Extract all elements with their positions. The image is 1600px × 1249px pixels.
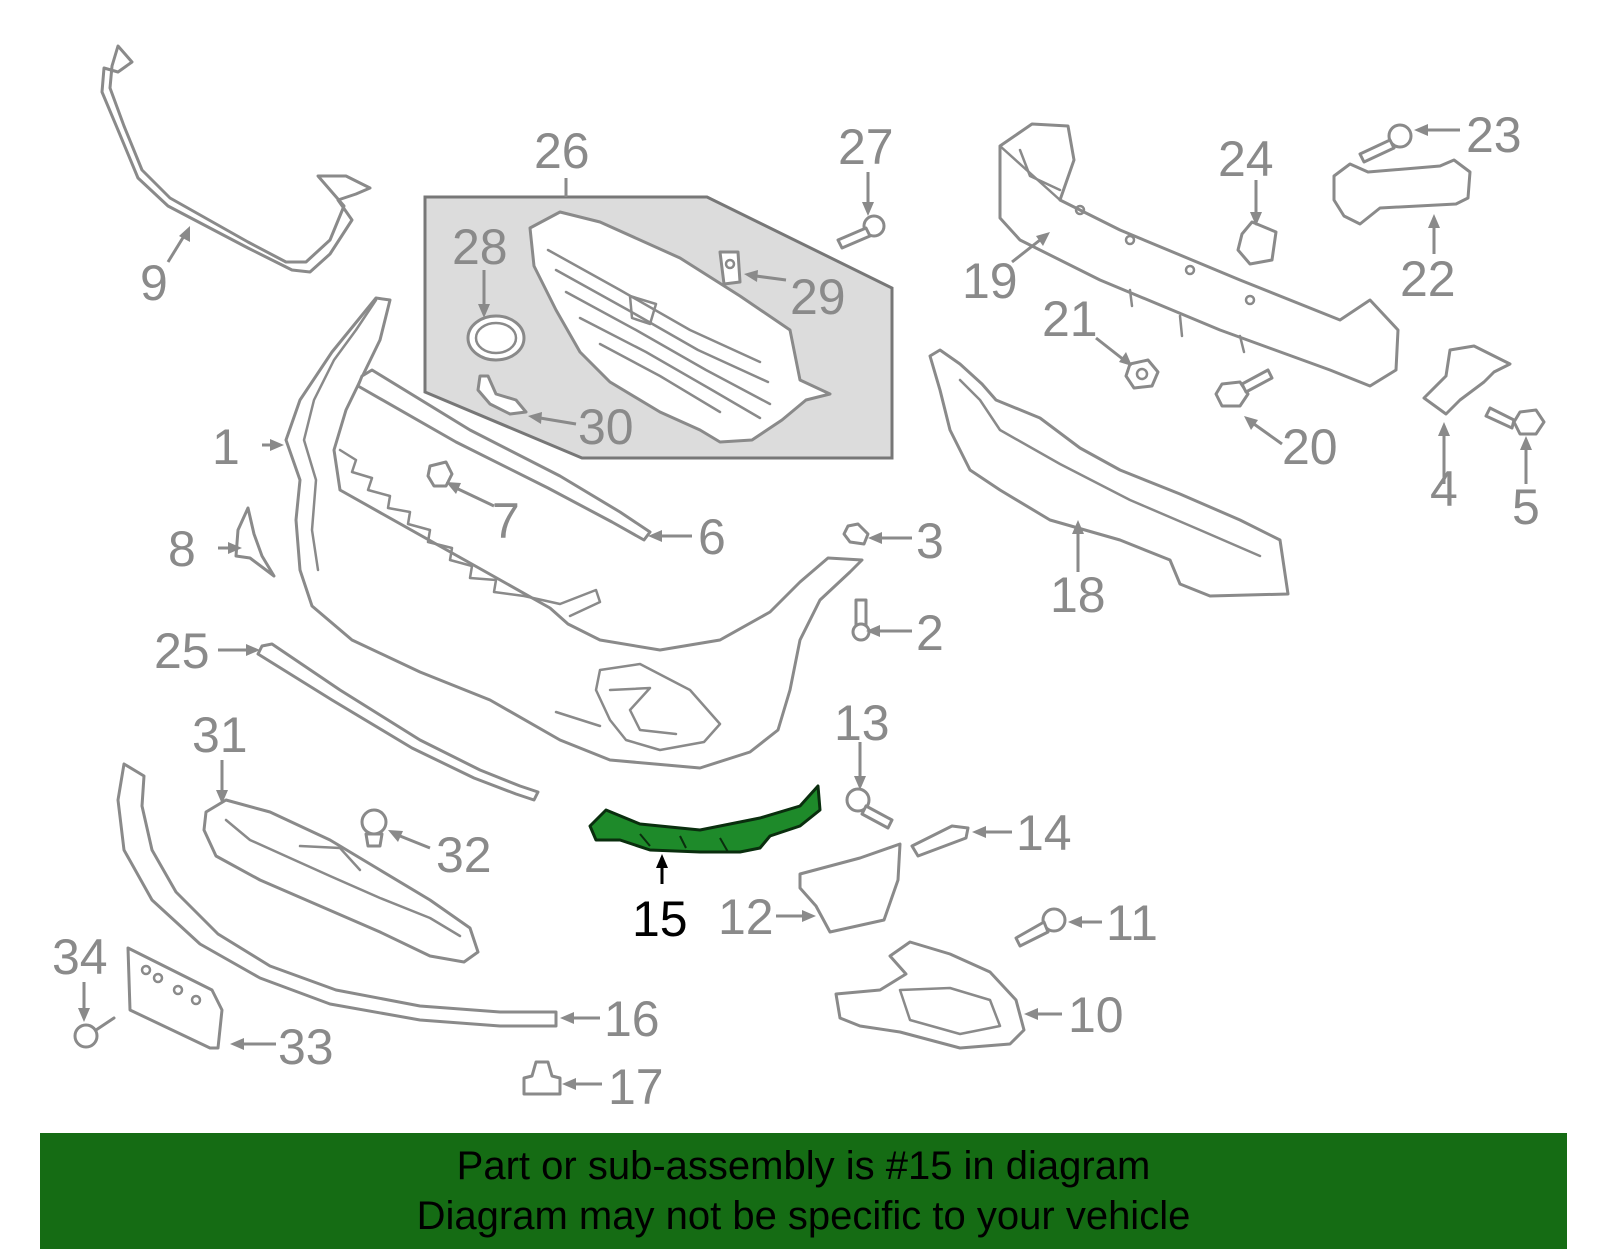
label-5: 5 bbox=[1512, 479, 1540, 535]
part-7-clip bbox=[426, 460, 454, 488]
label-15-highlighted: 15 bbox=[632, 891, 688, 947]
label-28: 28 bbox=[452, 219, 508, 275]
label-4: 4 bbox=[1430, 461, 1458, 517]
part-5-bolt bbox=[1484, 406, 1546, 436]
part-19-reinforcement-bar bbox=[998, 122, 1400, 388]
part-14-retainer bbox=[910, 824, 970, 858]
info-banner: Part or sub-assembly is #15 in diagram D… bbox=[40, 1133, 1567, 1249]
part-33-plate-bracket bbox=[126, 946, 224, 1050]
label-7: 7 bbox=[492, 493, 520, 549]
part-8-bracket bbox=[234, 506, 276, 578]
label-22: 22 bbox=[1400, 251, 1456, 307]
label-6: 6 bbox=[698, 509, 726, 565]
label-23: 23 bbox=[1466, 107, 1522, 163]
label-21: 21 bbox=[1042, 291, 1098, 347]
part-1-bumper-cover bbox=[284, 296, 864, 770]
label-16: 16 bbox=[604, 991, 660, 1047]
part-13-bolt bbox=[845, 787, 894, 830]
label-2: 2 bbox=[916, 605, 944, 661]
banner-line-part: Part or sub-assembly is #15 in diagram bbox=[456, 1144, 1151, 1188]
part-27-screw bbox=[836, 214, 886, 250]
part-28-emblem bbox=[466, 314, 526, 362]
part-number-labels: 1 2 3 4 5 6 7 8 9 10 11 12 13 14 15 16 1… bbox=[52, 107, 1540, 1115]
bumper-grille-teeth bbox=[338, 448, 602, 618]
part-15-bracket-highlighted bbox=[588, 784, 822, 854]
label-24: 24 bbox=[1218, 131, 1274, 187]
label-12: 12 bbox=[718, 889, 774, 945]
part-10-fog-bezel bbox=[834, 940, 1026, 1050]
part-9-upper-trim bbox=[100, 44, 372, 274]
part-17-push-pin bbox=[522, 1060, 562, 1096]
label-32: 32 bbox=[436, 827, 492, 883]
part-12-cover bbox=[798, 842, 902, 934]
part-18-energy-absorber bbox=[928, 348, 1290, 598]
label-26: 26 bbox=[534, 123, 590, 179]
label-19: 19 bbox=[962, 253, 1018, 309]
label-11: 11 bbox=[1106, 895, 1158, 951]
part-30-bracket bbox=[476, 374, 528, 416]
part-34-screw bbox=[73, 1016, 116, 1049]
label-10: 10 bbox=[1068, 987, 1124, 1043]
label-18: 18 bbox=[1050, 567, 1106, 623]
part-6-upper-molding bbox=[356, 368, 652, 542]
leader-lines bbox=[78, 124, 1532, 1090]
part-32-push-clip bbox=[360, 808, 388, 848]
label-17: 17 bbox=[608, 1059, 664, 1115]
label-1: 1 bbox=[212, 419, 240, 475]
label-13: 13 bbox=[834, 695, 890, 751]
part-21-nut bbox=[1124, 358, 1160, 390]
part-3-clip bbox=[842, 522, 870, 546]
label-33: 33 bbox=[278, 1019, 334, 1075]
part-20-bolt bbox=[1214, 368, 1274, 408]
label-9: 9 bbox=[140, 255, 168, 311]
part-11-screw bbox=[1014, 907, 1067, 948]
label-29: 29 bbox=[790, 269, 846, 325]
label-30: 30 bbox=[578, 399, 634, 455]
banner-line-disclaimer: Diagram may not be specific to your vehi… bbox=[416, 1194, 1191, 1238]
label-31: 31 bbox=[192, 707, 248, 763]
label-34: 34 bbox=[52, 929, 108, 985]
part-26-grille bbox=[528, 210, 832, 444]
label-27: 27 bbox=[838, 119, 894, 175]
label-25: 25 bbox=[154, 623, 210, 679]
part-31-lower-grille bbox=[202, 798, 480, 964]
label-14: 14 bbox=[1016, 805, 1072, 861]
part-24-bracket bbox=[1236, 220, 1278, 266]
part-25-lower-molding bbox=[256, 642, 540, 802]
part-23-bolt bbox=[1358, 123, 1413, 164]
part-16-lower-lip bbox=[116, 762, 558, 1028]
label-8: 8 bbox=[168, 521, 196, 577]
label-20: 20 bbox=[1282, 419, 1338, 475]
part-4-bracket bbox=[1422, 344, 1512, 416]
part-22-bracket bbox=[1332, 158, 1472, 226]
part-29-clip bbox=[718, 250, 742, 286]
part-2-bolt bbox=[851, 598, 871, 642]
label-3: 3 bbox=[916, 513, 944, 569]
